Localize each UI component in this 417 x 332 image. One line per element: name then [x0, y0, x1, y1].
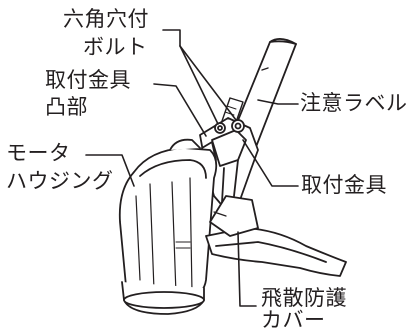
label-guard-cover-line1: 飛散防護 — [261, 286, 347, 310]
label-hex-bolt-line2: ボルト — [83, 35, 148, 59]
label-bracket-boss-line2: 凸部 — [45, 95, 88, 119]
housing-base-cap — [121, 281, 205, 315]
label-hex-bolt-line1: 六角穴付 — [63, 7, 149, 31]
label-motor-housing-line1: モータ — [6, 141, 71, 165]
label-caution-label: 注意ラベル — [300, 91, 408, 115]
label-guard-cover-line2: カバー — [261, 308, 326, 332]
label-bracket: 取付金具 — [301, 173, 387, 197]
label-motor-housing-line2: ハウジング — [6, 169, 114, 193]
motor-housing — [118, 138, 218, 301]
guard-cover — [205, 195, 347, 277]
leader-lines — [85, 29, 299, 307]
label-bracket-boss-line1: 取付金具 — [45, 68, 131, 92]
